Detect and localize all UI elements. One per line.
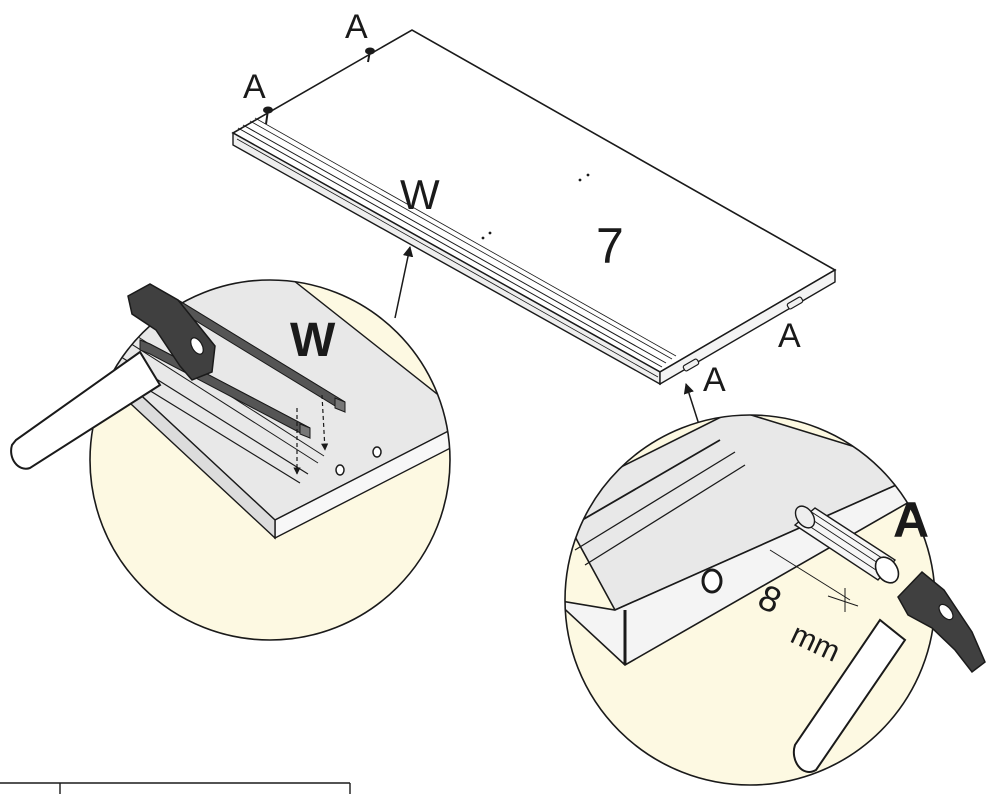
hammer-icon <box>10 283 216 470</box>
dowel-a <box>682 358 700 372</box>
board-panel <box>231 29 837 386</box>
part-label-a: A <box>243 68 266 106</box>
panel-number: 7 <box>596 218 624 274</box>
detail-circle-rail <box>89 279 451 641</box>
part-label-a: A <box>703 361 726 399</box>
detail-label-a: A <box>893 492 929 548</box>
detail-circle-dowel <box>564 414 936 786</box>
callout-arrow-w <box>394 245 414 319</box>
part-label-a: A <box>778 317 801 355</box>
part-label-a: A <box>345 8 368 46</box>
dowel-a <box>786 296 804 310</box>
dowel-a <box>365 47 375 63</box>
dowel-a <box>793 505 900 584</box>
hammer-icon <box>792 570 986 773</box>
dowel-a <box>263 106 273 125</box>
part-label-w: W <box>400 171 440 218</box>
detail-label-w: W <box>290 314 336 367</box>
info-table-frame <box>0 782 351 794</box>
